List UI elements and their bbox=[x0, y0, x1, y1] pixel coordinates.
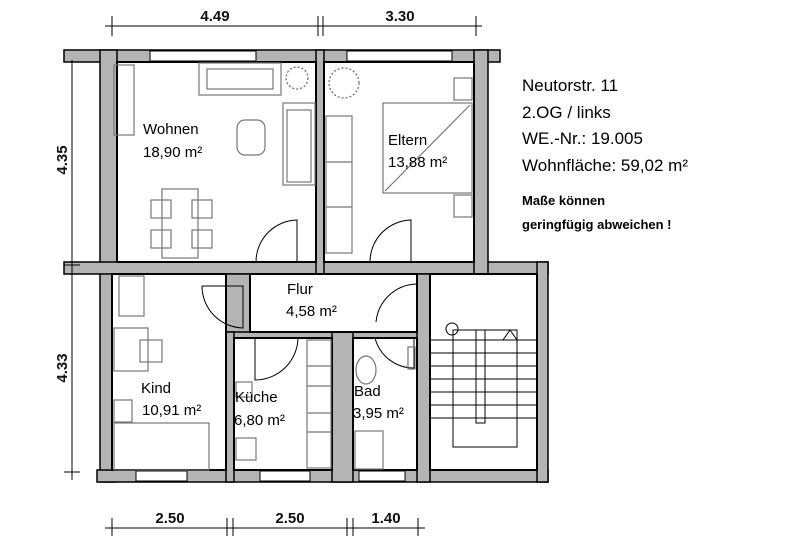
furniture bbox=[113, 62, 473, 471]
doors bbox=[201, 219, 417, 381]
room-label-eltern: Eltern bbox=[388, 132, 427, 149]
room-wohnen bbox=[116, 61, 317, 263]
dimension-left-upper: 4.35 bbox=[54, 145, 71, 174]
room-label-flur: Flur bbox=[287, 281, 313, 298]
rooms bbox=[111, 61, 538, 471]
disclaimer-line-1: Maße können bbox=[522, 193, 605, 208]
stairs bbox=[430, 322, 537, 448]
room-kueche bbox=[233, 337, 333, 471]
floor-position: 2.OG / links bbox=[522, 103, 611, 122]
dimension-left-lower: 4.33 bbox=[54, 353, 71, 382]
room-area-kind: 10,91 m² bbox=[142, 402, 201, 419]
room-area-bad: 3,95 m² bbox=[353, 405, 404, 422]
dimension-bottom-kind: 2.50 bbox=[155, 510, 184, 527]
unit-number: WE.-Nr.: 19.005 bbox=[522, 129, 643, 148]
address: Neutorstr. 11 bbox=[522, 76, 618, 95]
dimension-lines bbox=[64, 16, 482, 536]
room-area-flur: 4,58 m² bbox=[286, 303, 337, 320]
room-label-bad: Bad bbox=[354, 383, 381, 400]
room-label-kueche: Küche bbox=[235, 389, 278, 406]
living-area: Wohnfläche: 59,02 m² bbox=[522, 156, 688, 175]
dimension-top-eltern: 3.30 bbox=[385, 8, 414, 25]
room-flur bbox=[249, 273, 418, 333]
room-bad bbox=[352, 337, 418, 471]
disclaimer-line-2: geringfügig abweichen ! bbox=[522, 217, 672, 232]
dimension-bottom-kueche: 2.50 bbox=[275, 510, 304, 527]
dimension-bottom-bad: 1.40 bbox=[371, 510, 400, 527]
room-area-eltern: 13,88 m² bbox=[388, 154, 447, 171]
room-label-wohnen: Wohnen bbox=[143, 121, 199, 138]
windows bbox=[135, 50, 453, 482]
room-area-wohnen: 18,90 m² bbox=[143, 144, 202, 161]
room-area-kueche: 6,80 m² bbox=[234, 412, 285, 429]
room-label-kind: Kind bbox=[141, 380, 171, 397]
dimension-top-wohnen: 4.49 bbox=[200, 8, 229, 25]
